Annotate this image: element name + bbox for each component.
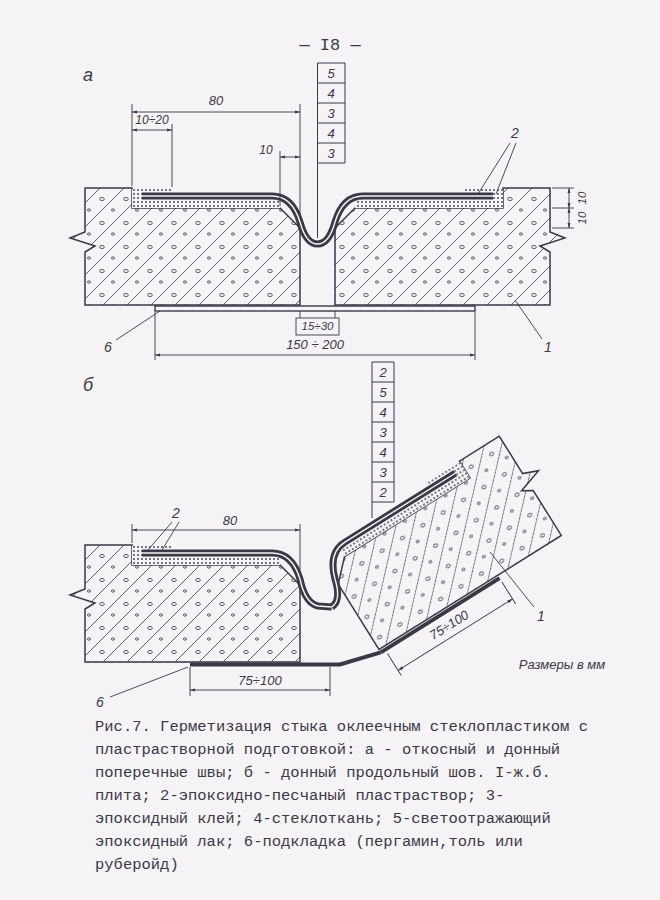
underlay-strip [381,578,500,652]
figure-b [70,362,592,697]
layer-number: 4 [379,406,386,419]
concrete-slab [70,545,300,662]
dimension-value: 75÷100 [238,674,281,687]
dimension-line [190,690,330,691]
layer-number: 3 [379,426,386,439]
laminate-ply-line [142,553,332,607]
callout-number: 1 [544,340,552,354]
page-number: — I8 — [299,37,360,54]
mortar-layer [172,200,280,208]
layer-number: 5 [327,67,334,80]
callout-number: 6 [96,695,104,709]
figure-letter: б [83,376,93,394]
dimension-line [569,208,570,228]
layer-number: 3 [327,107,334,120]
figure-a [70,63,574,360]
extension-line [132,104,300,218]
extension-line [155,311,475,360]
figure-letter: а [83,66,93,84]
gap-size-box [296,318,339,335]
callout-number: 2 [511,126,519,140]
callout-number: 1 [537,609,545,623]
concrete-slab [70,188,300,305]
layer-number: 5 [379,386,386,399]
mortar-layer [355,200,463,208]
layer-number: 2 [379,366,386,379]
dimension-value: 150 ÷ 200 [286,338,344,351]
callout-number: 2 [172,506,180,520]
extension-line [387,582,515,676]
dimension-line [132,130,172,131]
dimension-value: 10 [259,144,272,156]
callout-number: 6 [104,340,112,354]
dimension-value: 80 [223,514,237,527]
leader-line [148,522,179,550]
extension-line [132,524,300,570]
layer-number: 3 [379,466,386,479]
mortar-layer [172,557,280,565]
left-slab-group [70,545,300,662]
figure-caption: Рис.7. Герметизация стыка оклеечным стек… [95,716,595,877]
dimension-line [280,157,300,158]
leader-line [110,552,534,697]
dimension-line [155,355,475,356]
dimension-line [398,599,512,671]
dimension-value: 75÷100 [427,608,471,642]
layer-stack-table [318,63,346,238]
fiberglass-laminate [142,553,332,607]
dimension-value: 10 [577,212,589,225]
sloped-slab-group [302,428,592,687]
leader-line [116,300,542,340]
layer-number: 4 [379,446,386,459]
extension-line [190,667,330,696]
layer-number: 3 [327,147,334,160]
dimension-line [569,188,570,208]
layer-number: 4 [327,87,334,100]
extension-line [552,188,574,228]
leader-line [478,143,516,194]
layer-stack-table [372,362,394,518]
dimension-value: 80 [209,94,223,107]
concrete-slab [335,188,565,305]
dimension-value: 10÷20 [135,114,168,126]
dimension-line [132,112,300,113]
dimension-value: 10 [577,192,589,205]
underlay-strip [190,652,381,664]
layer-number: 2 [379,486,386,499]
underlay-strip [155,306,475,311]
layer-number: 4 [327,127,334,140]
dimension-value: 15÷30 [302,321,334,333]
units-note: Размеры в мм [519,658,605,671]
dimension-line [132,530,300,531]
